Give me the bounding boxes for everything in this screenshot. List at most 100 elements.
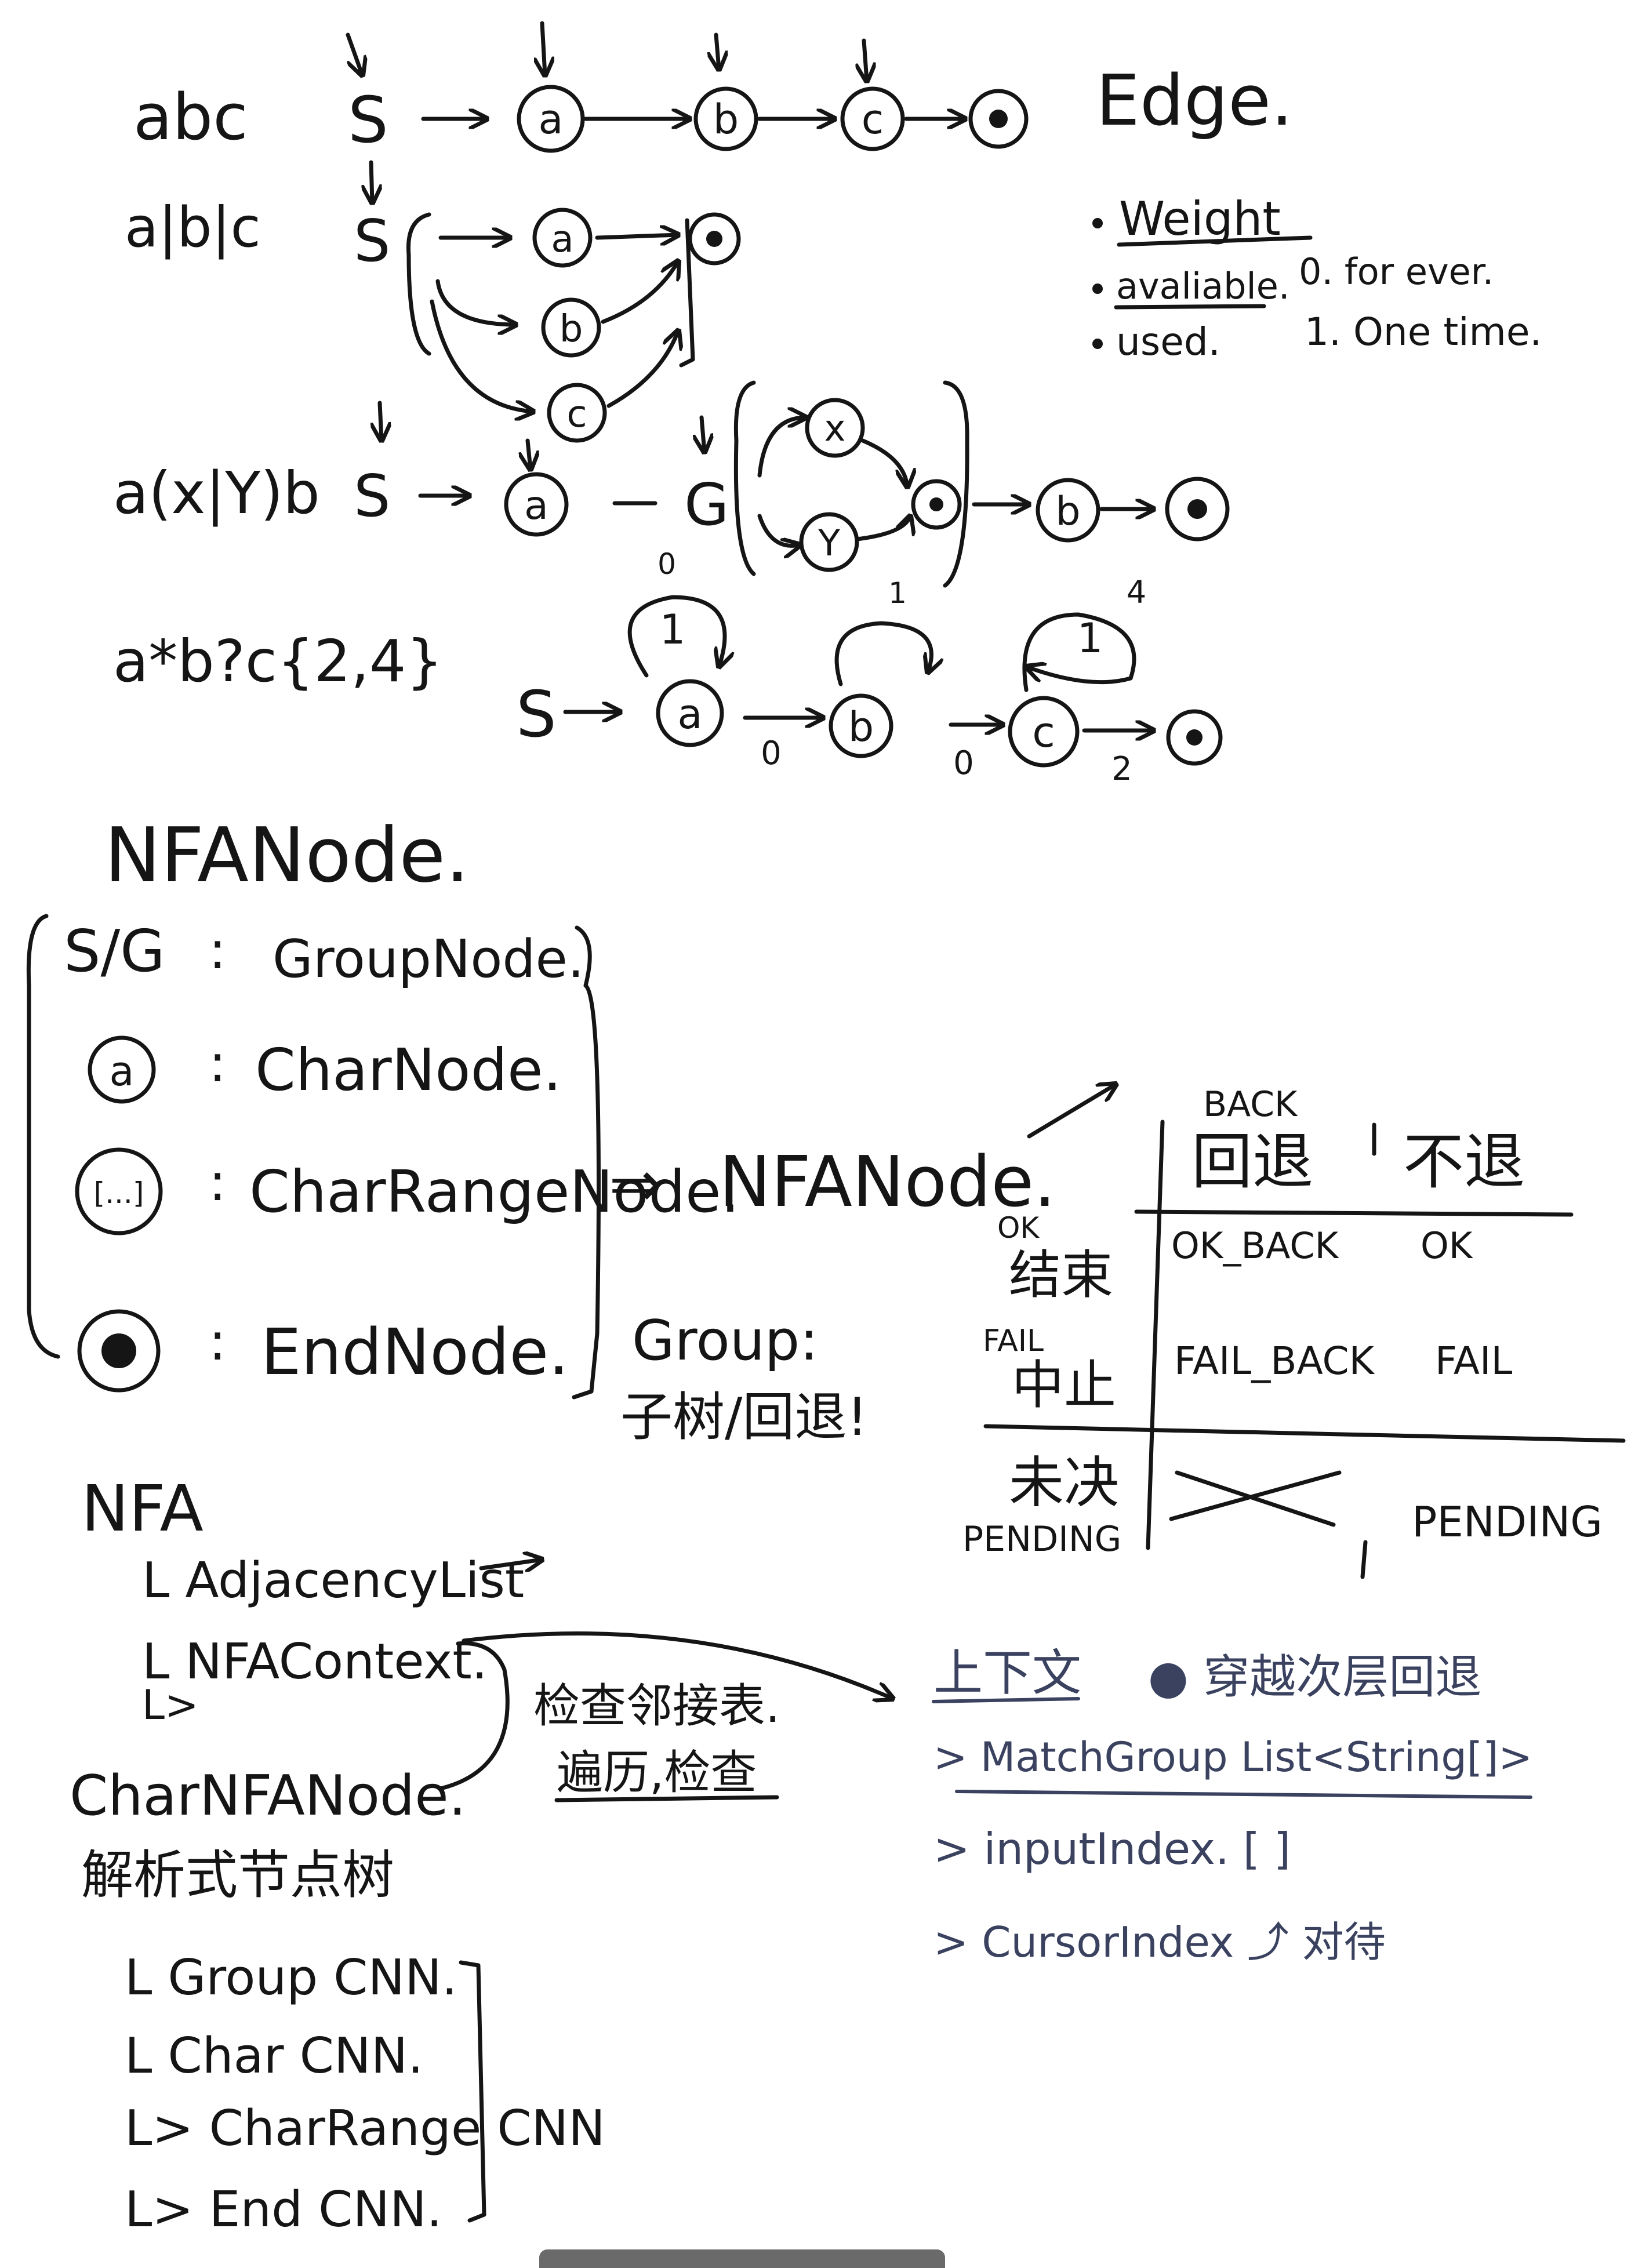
lookup-note-2: 遍历,检查: [557, 1746, 757, 1800]
group-node-x: [805, 398, 865, 458]
nfanode-section: NFANode. S/G : GroupNode. a : CharNode. …: [26, 811, 1056, 1448]
row-sg-colon: :: [209, 920, 226, 981]
cell-pending-back-cross-a: [1175, 1470, 1336, 1527]
header-back-en: BACK: [1203, 1084, 1298, 1125]
nfa-child-adjacency: L AdjacencyList: [142, 1552, 524, 1609]
row-group: a(x|Y)b S a G x Y b: [113, 380, 1230, 588]
group-start-s: S: [354, 462, 390, 530]
cell-pending-back-cross-b: [1169, 1470, 1342, 1521]
quant-node-c: [1008, 696, 1080, 768]
svg-text:b: b: [848, 703, 874, 751]
row-sg-desc: GroupNode.: [273, 929, 584, 990]
end-node-dot: [989, 110, 1008, 128]
svg-text::: :: [209, 1033, 226, 1094]
cell-ok-back: OK_BACK: [1171, 1224, 1339, 1267]
group-close-bracket: [943, 380, 969, 588]
weight-underline: [1117, 235, 1313, 247]
row-abc: abc S a b c: [133, 21, 1029, 157]
svg-text:PENDING: PENDING: [962, 1519, 1121, 1560]
row-range-symbol-circle: [75, 1147, 163, 1235]
svg-text::: :: [209, 1152, 226, 1213]
cell-fail: FAIL: [1435, 1339, 1513, 1383]
group-note-detail: 子树/回退!: [620, 1387, 867, 1448]
marker-arrow-a: [542, 21, 545, 75]
status-table: BACK 回退 不退 OK 结束 OK_BACK OK FAIL 中止 FAIL…: [962, 1084, 1626, 1579]
node-b: [693, 86, 758, 151]
svg-text:1: 1: [660, 606, 686, 653]
cell-pending: PENDING: [1412, 1498, 1603, 1546]
cell-ok: OK: [1421, 1224, 1473, 1267]
cnn-charrange: L> CharRange CNN: [125, 2100, 605, 2157]
nfanode-close-bracket: [572, 925, 601, 1400]
svg-text:a: a: [551, 218, 573, 261]
svg-text:1: 1: [1077, 615, 1103, 662]
regex-abc-label: abc: [133, 80, 248, 154]
implies-arrow: ⇒: [609, 1147, 662, 1221]
cnn-group: L Group CNN.: [125, 1949, 457, 2007]
row-char-symbol-circle: [88, 1035, 156, 1104]
svg-text:b: b: [1055, 489, 1080, 535]
svg-text:a: a: [678, 690, 703, 738]
svg-text:OK: OK: [997, 1211, 1040, 1245]
svg-text:c: c: [1032, 708, 1055, 757]
row-end-desc: EndNode.: [261, 1315, 569, 1389]
edge-used-label: used.: [1116, 319, 1220, 364]
alt-node-b: [541, 297, 601, 358]
edge-title: Edge.: [1096, 61, 1293, 141]
alt-close-bracket: [679, 218, 695, 368]
alt-start-s: S: [354, 207, 390, 275]
nfanode-title: NFANode.: [104, 811, 470, 899]
regex-alt-label: a|b|c: [125, 196, 261, 260]
context-item-inputindex: > inputIndex. [ ]: [933, 1823, 1291, 1874]
row-char-desc: CharNode.: [255, 1036, 561, 1104]
svg-text:FAIL: FAIL: [983, 1324, 1044, 1358]
whiteboard-frame-edge: [539, 2249, 945, 2268]
svg-text:x: x: [824, 407, 846, 449]
alt-node-c: [547, 383, 607, 443]
edge-available-note: 0. for ever.: [1299, 250, 1494, 293]
svg-text:2: 2: [1111, 750, 1132, 788]
group-open-bracket: [733, 380, 756, 576]
start-node-s: S: [348, 83, 388, 157]
table-row-line: [983, 1424, 1626, 1443]
svg-text:c: c: [566, 393, 587, 436]
edge-box: Edge. Weight avaliable. 0. for ever. use…: [1092, 61, 1542, 364]
nfa-section: NFA L AdjacencyList L NFAContext. L> 检查邻…: [81, 1471, 893, 1802]
table-header-line: [1134, 1209, 1574, 1217]
nfa-child-context: L NFAContext.: [142, 1633, 488, 1691]
alt-node-a: [532, 208, 593, 268]
node-c: [840, 86, 905, 151]
nfanode-open-bracket: [26, 914, 60, 1359]
row-sg-symbol: S/G: [64, 917, 165, 985]
row-range-symbol: [...]: [94, 1176, 144, 1210]
context-note: 上下文 ● 穿越次层回退 > MatchGroup List<String[]>…: [932, 1645, 1532, 1967]
marker-arrow-b: [716, 32, 719, 70]
node-a: [517, 85, 585, 153]
context-item-cursorindex: > CursorIndex ⤴ 对待: [933, 1918, 1386, 1967]
group-note-title: Group:: [632, 1309, 818, 1373]
loop-c: [1025, 612, 1136, 692]
row-end-symbol-dot: [101, 1333, 136, 1368]
quant-start-s: S: [516, 677, 557, 751]
group-node-b: [1036, 478, 1100, 543]
loop-a: [627, 595, 725, 678]
cell-fail-back: FAIL_BACK: [1174, 1339, 1375, 1383]
quant-node-b: [829, 693, 893, 758]
context-item-matchgroup: > MatchGroup List<String[]>: [933, 1733, 1532, 1781]
nfanode-result: NFANode.: [719, 1142, 1056, 1223]
svg-text:Y: Y: [818, 522, 840, 564]
start-arrow: [346, 32, 362, 75]
context-heading: 上下文: [933, 1645, 1081, 1702]
node-a-label: a: [539, 96, 564, 143]
edge-used-note: 1. One time.: [1305, 310, 1542, 354]
alt-open-bracket: [406, 212, 431, 356]
svg-text:1: 1: [888, 576, 907, 610]
header-back-zh: 回退: [1191, 1126, 1313, 1197]
group-node-a: [504, 472, 569, 537]
row-char-symbol: a: [110, 1048, 135, 1095]
cnn-end: L> End CNN.: [125, 2181, 442, 2238]
svg-text:中止: 中止: [1012, 1355, 1116, 1416]
available-underline: [1114, 304, 1266, 310]
svg-text:未决: 未决: [1009, 1451, 1119, 1515]
